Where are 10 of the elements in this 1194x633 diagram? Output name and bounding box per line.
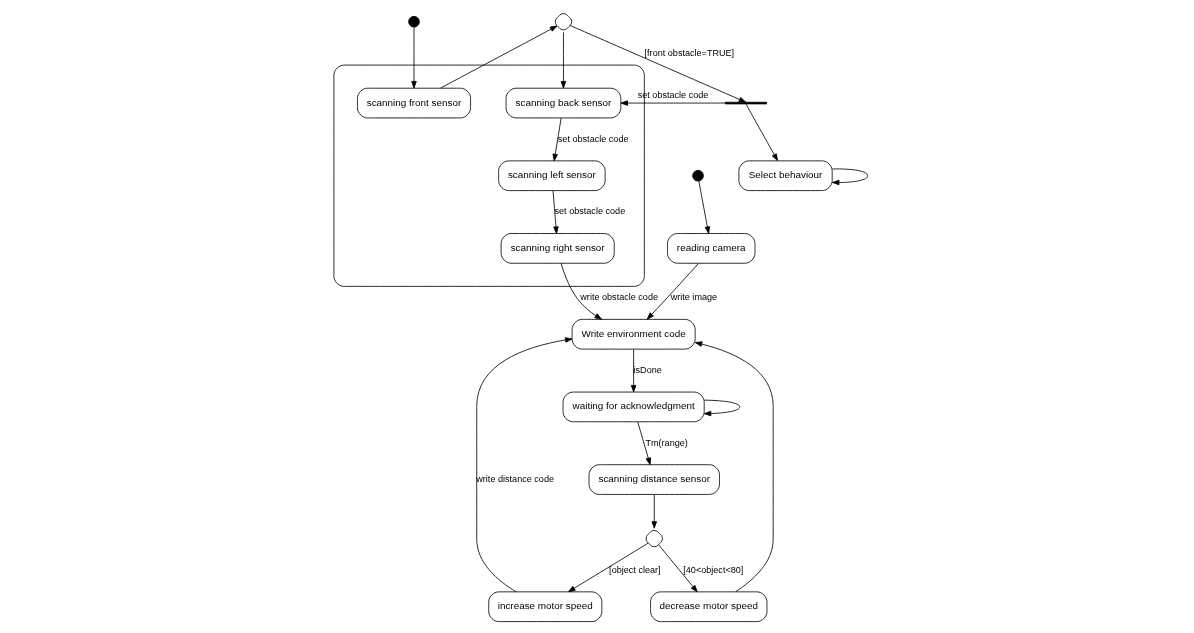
- edge-label: write image: [670, 292, 717, 303]
- edge-label: write obstacle code: [579, 292, 658, 303]
- edge-label: [object clear]: [608, 564, 661, 575]
- edge-label: [front obstacle=TRUE]: [644, 47, 734, 58]
- edge-label: set obstacle code: [554, 206, 625, 217]
- edge-label: [40<object<80]: [682, 564, 743, 575]
- edge-label: Tm(range): [644, 437, 688, 448]
- edge-label: isDone: [633, 364, 662, 375]
- edge-label: set obstacle code: [557, 133, 628, 144]
- edge-label: write distance code: [475, 473, 554, 484]
